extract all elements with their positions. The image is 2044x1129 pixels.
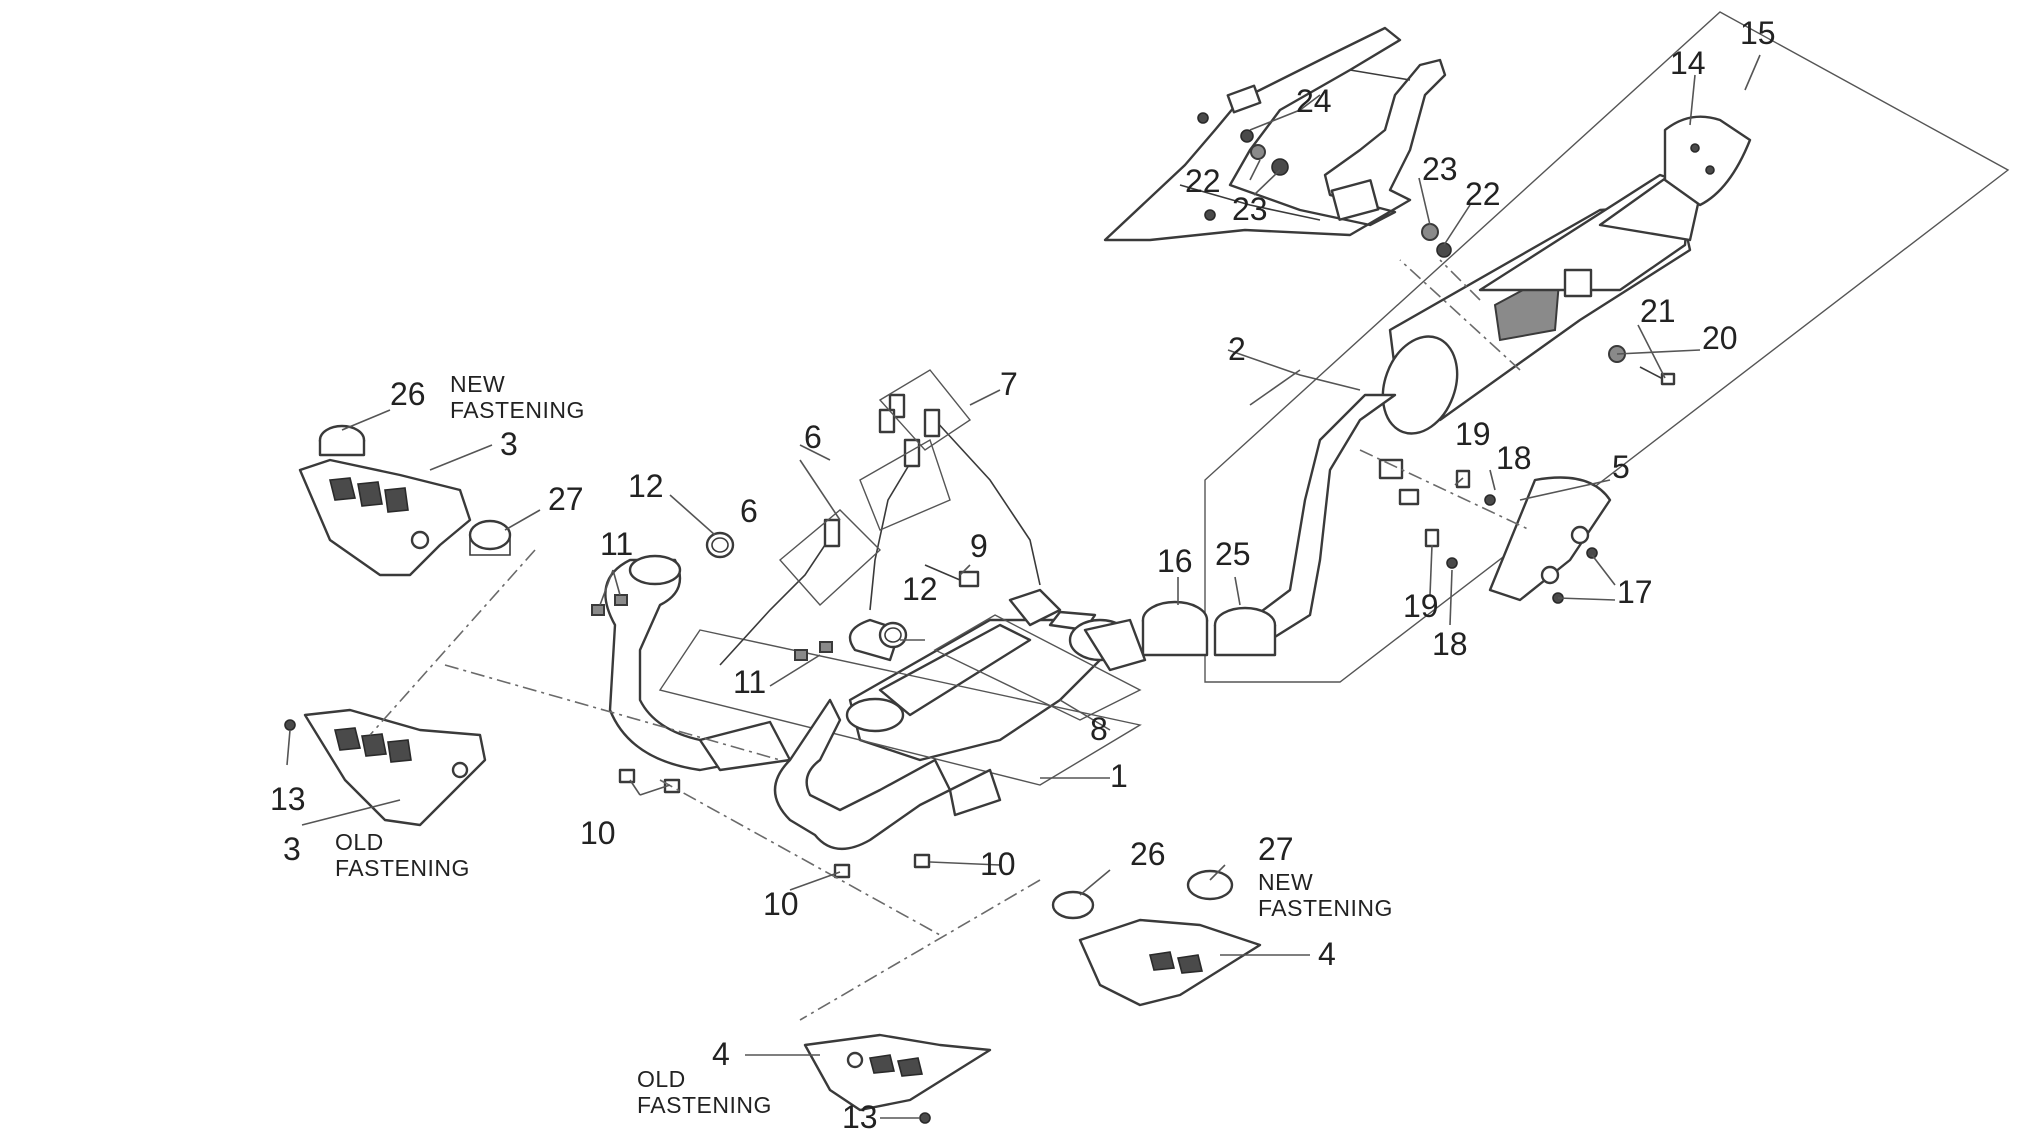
note-old-fastening-left-line2: FASTENING: [335, 855, 470, 881]
label-part-12-center: 12: [902, 571, 938, 607]
label-part-11-lower: 11: [733, 664, 766, 700]
lambda-sensor-wiring: [719, 393, 1041, 666]
left-clamp-27: [468, 519, 512, 556]
part-7-group-box: [878, 369, 972, 451]
leader-lines: [286, 54, 1761, 1119]
label-part-10-right: 10: [980, 846, 1016, 882]
alignment-lines: [369, 259, 1531, 1021]
part-2-group-box: [1204, 11, 2010, 683]
label-part-22-left: 22: [1185, 163, 1221, 199]
label-part-10-left: 10: [580, 815, 616, 851]
label-part-22-right: 22: [1465, 176, 1501, 212]
label-part-26-right: 26: [1130, 836, 1166, 872]
label-part-10-bottom: 10: [763, 886, 799, 922]
label-part-21: 21: [1640, 293, 1676, 329]
label-part-18-lower: 18: [1432, 626, 1468, 662]
note-new-fastening-right-line2: FASTENING: [1258, 895, 1393, 921]
pipe-sleeve-and-clamp: [1141, 600, 1277, 657]
left-heat-guard-old: [284, 708, 487, 827]
right-heat-guard-new: [1051, 869, 1262, 1007]
label-part-12-left: 12: [628, 468, 664, 504]
label-part-19-upper: 19: [1455, 416, 1491, 452]
label-part-15: 15: [1740, 15, 1776, 51]
label-part-18-upper: 18: [1496, 440, 1532, 476]
right-heat-guard-old: [803, 1033, 992, 1124]
muffler-heat-shield: [1488, 476, 1612, 604]
label-part-27-right: 27: [1258, 831, 1294, 867]
part-6-group-box-a: [778, 509, 882, 606]
label-part-13-left: 13: [270, 781, 306, 817]
label-part-27-left: 27: [548, 481, 584, 517]
label-part-19-lower: 19: [1403, 588, 1439, 624]
note-new-fastening-left-line1: NEW: [450, 371, 505, 397]
label-part-20: 20: [1702, 320, 1738, 356]
part-6-group-box-b: [859, 438, 951, 531]
label-part-25: 25: [1215, 536, 1251, 572]
label-part-23-right: 23: [1422, 151, 1458, 187]
label-part-6-lower: 6: [740, 493, 758, 529]
label-part-3-old: 3: [283, 831, 301, 867]
label-part-11-upper: 11: [600, 526, 633, 562]
label-part-3-new: 3: [500, 426, 518, 462]
fastening-notes: NEW FASTENING OLD FASTENING NEW FASTENIN…: [335, 371, 1393, 1118]
part-number-labels: 1 2 3 3 4 4 5 6 6 7 8 9 10 10 10 11 11 1…: [270, 15, 1776, 1129]
label-part-26-left: 26: [390, 376, 426, 412]
note-new-fastening-left-line2: FASTENING: [450, 397, 585, 423]
note-old-fastening-bottom-line2: FASTENING: [637, 1092, 772, 1118]
label-part-13-bottom: 13: [842, 1099, 878, 1129]
exhaust-gaskets: [705, 531, 908, 649]
label-part-9: 9: [970, 528, 988, 564]
note-new-fastening-right-line1: NEW: [1258, 869, 1313, 895]
label-part-5: 5: [1612, 449, 1630, 485]
note-old-fastening-left-line1: OLD: [335, 829, 384, 855]
label-part-14: 14: [1670, 45, 1706, 81]
muffler: [1248, 115, 1752, 642]
label-part-24: 24: [1296, 83, 1332, 119]
part-8-group-box: [933, 614, 1142, 721]
exhaust-header-pipes: [604, 554, 1002, 851]
note-old-fastening-bottom-line1: OLD: [637, 1066, 686, 1092]
label-part-2: 2: [1228, 331, 1246, 367]
nuts-studs-clips: [591, 564, 980, 879]
label-part-4-old: 4: [712, 1036, 730, 1072]
label-part-1: 1: [1110, 758, 1128, 794]
label-part-16: 16: [1157, 543, 1193, 579]
part-1-group-box: [658, 629, 1142, 786]
label-part-23-left: 23: [1232, 191, 1268, 227]
label-part-4-new: 4: [1318, 936, 1336, 972]
label-part-17: 17: [1617, 574, 1653, 610]
label-part-7: 7: [1000, 366, 1018, 402]
label-part-6-upper: 6: [804, 419, 822, 455]
left-heat-guard-new: [298, 424, 472, 577]
label-part-8: 8: [1090, 711, 1108, 747]
rear-frame-subframe: [1103, 26, 1447, 242]
